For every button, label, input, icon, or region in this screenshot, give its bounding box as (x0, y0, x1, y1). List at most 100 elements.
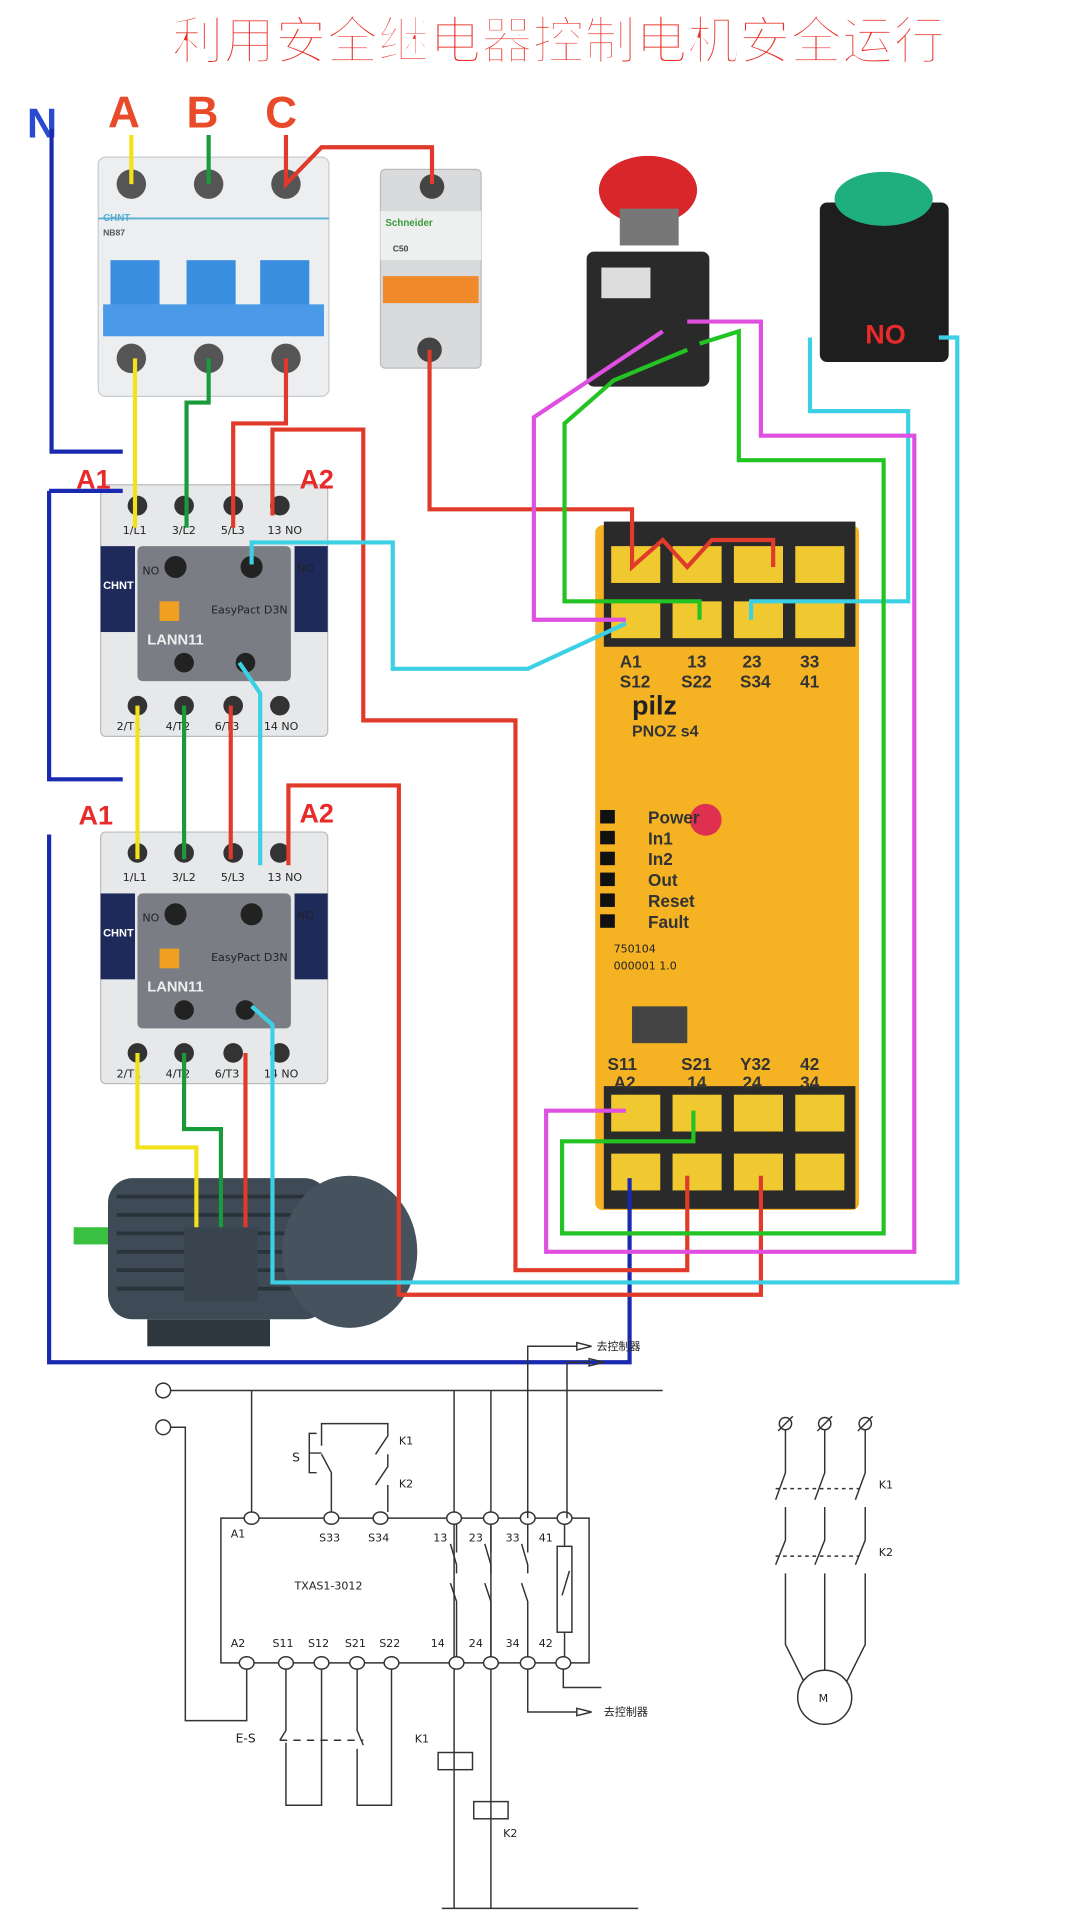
label-a: A (108, 89, 140, 138)
schematic-terminal-label: 42 (539, 1637, 553, 1650)
led-label: Fault (648, 912, 689, 932)
terminal-label: 2/T1 (117, 1068, 142, 1081)
schematic-terminal-label: 34 (506, 1637, 520, 1650)
motor-symbol-label: M (819, 1692, 829, 1705)
relay-serial: 000001 1.0 (614, 960, 677, 973)
relay-terminal-label: S22 (681, 671, 712, 691)
schematic-terminal-label: A2 (231, 1637, 246, 1650)
schematic-terminal-label: 41 (539, 1531, 553, 1544)
aux-brand: EasyPact D3N (211, 604, 288, 617)
relay-terminal-label: 41 (800, 671, 820, 691)
schematic-terminal-label: 23 (469, 1531, 483, 1544)
relay-terminal-label: 34 (800, 1073, 820, 1093)
led-label: In1 (648, 828, 673, 848)
relay-brand: pilz (632, 690, 677, 720)
qr-code (632, 1006, 688, 1044)
relay-terminal-label: 23 (742, 652, 761, 672)
schematic-terminal-label: 13 (433, 1531, 447, 1544)
relay-terminal-label: S21 (681, 1054, 712, 1074)
k2-contact-label: K2 (399, 1477, 413, 1490)
terminal-label: 13 NO (268, 524, 303, 537)
start-button[interactable]: NO (819, 171, 949, 363)
relay-terminal-label: A2 (614, 1073, 636, 1093)
terminal-label: 3/L2 (172, 524, 196, 537)
schematic-terminal-label: S22 (379, 1637, 400, 1650)
contactor-1: 1/L1 3/L2 5/L3 13 NO CHNT EasyPact D3N L… (100, 484, 329, 737)
terminal-label: 5/L3 (221, 524, 245, 537)
main-k1-label: K1 (879, 1479, 893, 1492)
three-pole-breaker: CHNT NB87 (97, 156, 330, 398)
schematic-terminal-label: 24 (469, 1637, 483, 1650)
terminal-label: 14 NO (264, 1068, 299, 1081)
terminal-label: 1/L1 (123, 524, 147, 537)
terminal-label: 2/T1 (117, 720, 142, 733)
terminal-label: 4/T2 (166, 1068, 191, 1081)
no-label: NO (142, 912, 159, 925)
relay-terminal-label: 13 (687, 652, 706, 672)
relay-terminal-label: 42 (800, 1054, 819, 1074)
schematic-terminal-label: 33 (506, 1531, 520, 1544)
terminal-label: 5/L3 (221, 871, 245, 884)
main-k2-label: K2 (879, 1546, 893, 1559)
estop-label: E-S (236, 1732, 256, 1746)
schematic-terminal-label: S34 (368, 1531, 389, 1544)
breaker-model: NB87 (103, 228, 125, 238)
to-controller-label: 去控制器 (596, 1339, 640, 1353)
terminal-label: 14 NO (264, 720, 299, 733)
relay-terminal-label: S11 (607, 1054, 637, 1074)
contactor-2: 1/L1 3/L2 5/L3 13 NO CHNT EasyPact D3N L… (100, 831, 329, 1085)
to-controller-label: 去控制器 (604, 1705, 648, 1719)
schematic-terminal-label: S12 (308, 1637, 329, 1650)
relay-terminal-label: 33 (800, 652, 819, 672)
relay-terminal-label: A1 (620, 652, 642, 672)
schematic-terminal-label: 14 (431, 1637, 445, 1650)
single-pole-breaker: Schneider C50 (379, 168, 482, 369)
contactor-brand: CHNT (103, 927, 134, 939)
emergency-stop-button[interactable] (586, 155, 710, 387)
module-label: TXAS1-3012 (294, 1579, 363, 1592)
led-label: Out (648, 870, 678, 890)
aux-model: LANN11 (147, 632, 203, 648)
led-label: In2 (648, 849, 673, 869)
contactor1-a2: A2 (299, 464, 334, 494)
label-c: C (265, 89, 297, 138)
schematic-terminal-label: S21 (345, 1637, 366, 1650)
contactor-brand: CHNT (103, 580, 134, 592)
schematic-terminal-label: S33 (319, 1531, 340, 1544)
relay-terminal-label: Y32 (740, 1054, 771, 1074)
relay-terminal-label: S34 (740, 671, 771, 691)
no-label: NO (297, 562, 314, 575)
no-label: NO (142, 564, 159, 577)
k1-contact-label: K1 (399, 1434, 413, 1447)
switch-s-label: S (292, 1451, 300, 1465)
aux-model: LANN11 (147, 980, 203, 996)
terminal-label: 6/T3 (215, 720, 240, 733)
safety-relay: A1 13 23 33 S12 S22 S34 41 pilz PNOZ s4 … (595, 521, 860, 1211)
breaker1p-rating: C50 (393, 244, 409, 254)
start-button-label: NO (865, 320, 905, 350)
terminal-label: 13 NO (268, 871, 303, 884)
schematic-terminal-label: S11 (272, 1637, 293, 1650)
led-label: Power (648, 807, 700, 827)
relay-model: PNOZ s4 (632, 723, 699, 740)
contactor2-a2: A2 (299, 798, 334, 828)
relay-terminal-label: 14 (687, 1073, 707, 1093)
contactor2-a1: A1 (79, 801, 113, 831)
relay-part-no: 750104 (614, 942, 656, 955)
relay-terminal-label: 24 (742, 1073, 762, 1093)
terminal-label: 3/L2 (172, 871, 196, 884)
coil-k1-label: K1 (415, 1733, 429, 1746)
no-label: NO (297, 909, 314, 922)
led-label: Reset (648, 891, 695, 911)
title: 利用安全继电器控制电机安全运行 (172, 12, 945, 70)
label-b: B (187, 89, 219, 138)
control-schematic: A1 S33 S34 13 23 33 41 TXAS1-3012 A2 S11… (155, 1339, 663, 1910)
terminal-label: 1/L1 (123, 871, 147, 884)
terminal-label: 4/T2 (166, 720, 191, 733)
breaker1p-brand: Schneider (385, 218, 433, 229)
wires (47, 128, 960, 1365)
relay-terminal-label: S12 (620, 671, 651, 691)
aux-brand: EasyPact D3N (211, 951, 288, 964)
main-circuit-schematic: M K1 K2 (774, 1415, 893, 1726)
